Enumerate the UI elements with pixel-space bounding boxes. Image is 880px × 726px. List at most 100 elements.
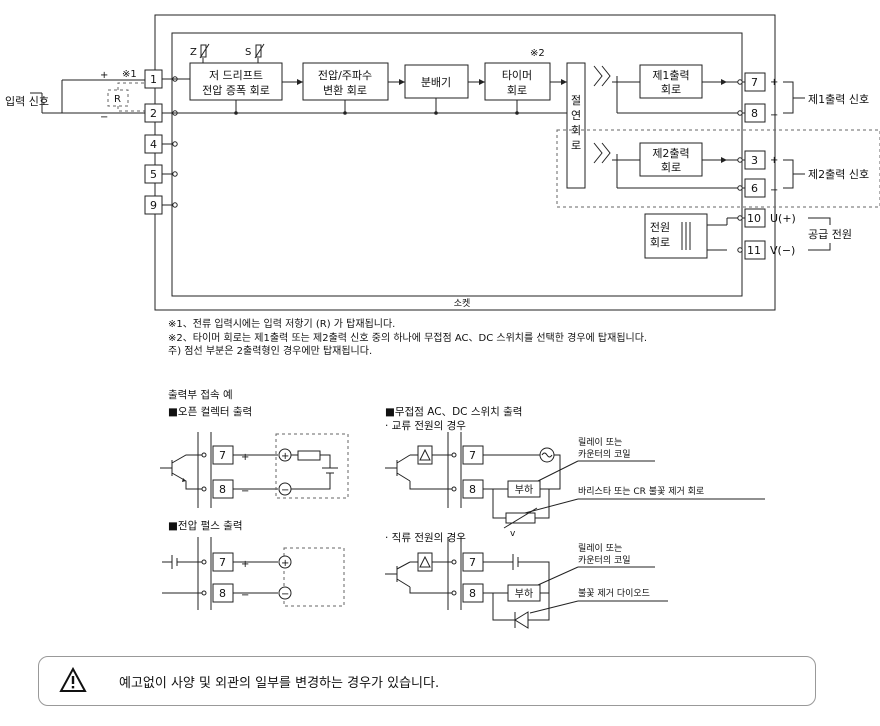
output1-line1: 제1출력	[652, 69, 689, 82]
dc-terminal-8: 8	[469, 587, 476, 600]
power-circuit-block	[644, 213, 708, 259]
transformer-lower-icon	[593, 142, 611, 164]
note-mark-2: ※2	[530, 48, 545, 59]
examples-title: 출력부 접속 예	[168, 389, 233, 401]
output1-line2: 회로	[661, 83, 681, 96]
drift-amp-line1: 저 드리프트	[209, 69, 263, 82]
input-minus-sign: −	[100, 112, 108, 123]
oc-plus-sign: +	[241, 452, 249, 463]
timer-line1: 타이머	[502, 69, 532, 82]
varistor-label: 바리스타 또는 CR 불꽃 제거 회로	[578, 486, 704, 497]
supply-power-label: 공급 전원	[808, 228, 852, 241]
ssr-dc-example: 7 8 부하 릴레이 또는 카운터의 코일 불꽃 제거 다이오드	[385, 537, 668, 629]
voltage-pulse-title: ■전압 펄스 출력	[168, 520, 243, 532]
dc-relay-line2: 카운터의 코일	[578, 555, 631, 566]
warning-text: 예고없이 사양 및 외관의 일부를 변경하는 경우가 있습니다.	[119, 676, 440, 691]
resistor-label: R	[114, 94, 121, 105]
dc-load-label: 부하	[515, 587, 533, 600]
vp-minus-sign: −	[241, 590, 249, 601]
input-plus-sign: +	[100, 70, 108, 81]
out1-minus-sign: −	[770, 110, 778, 121]
dc-relay-line1: 릴레이 또는	[578, 543, 622, 554]
diode-icon	[514, 611, 529, 629]
footnote-2: ※2、타이머 회로는 제1출력 또는 제2출력 신호 중의 하나에 무접점 AC…	[168, 332, 648, 344]
output1-signal-label: 제1출력 신호	[808, 93, 869, 106]
oc-load-plus-icon: +	[281, 451, 289, 462]
ssr-title: ■무접점 AC、DC 스위치 출력	[385, 406, 523, 418]
oc-terminal-8: 8	[219, 483, 226, 496]
output2-line1: 제2출력	[652, 147, 689, 160]
open-collector-example: 7 8 + − + −	[160, 432, 349, 508]
vf-converter-line2: 변환 회로	[323, 84, 367, 97]
vf-converter-block	[302, 62, 389, 101]
vp-plus-sign: +	[241, 559, 249, 570]
isolation-char4: 로	[571, 139, 581, 152]
out2-minus-sign: −	[770, 185, 778, 196]
socket-label: 소켓	[454, 298, 471, 309]
supply-u-label: U(+)	[770, 212, 796, 225]
power-line2: 회로	[650, 236, 670, 249]
ac-relay-line2: 카운터의 코일	[578, 449, 631, 460]
ac-terminal-7: 7	[469, 449, 476, 462]
terminal-7: 7	[751, 76, 758, 89]
vp-load-plus-icon: +	[281, 558, 289, 569]
terminal-9: 9	[150, 199, 157, 212]
vp-source-icon	[162, 555, 202, 594]
open-collector-title: ■오픈 컬렉터 출력	[168, 406, 253, 418]
output2-signal-label: 제2출력 신호	[808, 168, 869, 181]
terminal-5: 5	[150, 168, 157, 181]
divider-label: 분배기	[421, 76, 451, 89]
zero-adjust-label: Z	[190, 47, 197, 58]
drift-amp-block	[189, 62, 283, 101]
drift-amp-line2: 전압 증폭 회로	[202, 84, 270, 97]
output2-line2: 회로	[661, 161, 681, 174]
transformer-upper-icon	[593, 65, 611, 87]
footnote-3: 주) 점선 부분은 2출력형인 경우에만 탑재됩니다.	[168, 346, 373, 357]
dc-case-title: · 직류 전원의 경우	[385, 532, 466, 544]
power-line1: 전원	[650, 221, 670, 234]
span-adjust-icon	[255, 44, 262, 58]
terminal-4: 4	[150, 138, 157, 151]
oc-minus-sign: −	[241, 486, 249, 497]
supply-v-label: V(−)	[770, 244, 795, 257]
ac-relay-line1: 릴레이 또는	[578, 437, 622, 448]
vp-terminal-7: 7	[219, 556, 226, 569]
ac-transistor-icon	[385, 454, 411, 482]
terminal-6: 6	[751, 182, 758, 195]
out2-plus-sign: +	[770, 155, 778, 166]
right-terminals: 7 8 3 6 10 11	[737, 72, 766, 260]
input-signal-label: 입력 신호	[5, 95, 49, 108]
dc-terminal-7: 7	[469, 556, 476, 569]
terminal-10: 10	[747, 212, 761, 225]
oc-load-minus-icon: −	[281, 485, 289, 496]
oc-terminal-7: 7	[219, 449, 226, 462]
terminal-8: 8	[751, 107, 758, 120]
oc-transistor-icon	[160, 454, 202, 490]
warning-box: 예고없이 사양 및 외관의 일부를 변경하는 경우가 있습니다.	[38, 656, 816, 706]
diode-label: 불꽃 제거 다이오드	[578, 588, 650, 599]
terminal-11: 11	[747, 244, 761, 257]
isolation-char1: 절	[571, 94, 581, 107]
ac-bridge-icon	[417, 445, 433, 465]
vp-load-minus-icon: −	[281, 589, 289, 600]
oc-resistor-icon	[297, 450, 321, 461]
power-transformer-icon	[681, 222, 691, 250]
ac-case-title: · 교류 전원의 경우	[385, 420, 466, 432]
zero-adjust-icon	[200, 44, 207, 58]
left-terminals: 1 2 4 5 9	[144, 69, 163, 215]
isolation-char2: 연	[571, 109, 581, 122]
varistor-mark: v	[510, 529, 516, 539]
timer-line2: 회로	[507, 84, 527, 97]
span-adjust-label: S	[245, 47, 251, 58]
isolation-block	[566, 62, 586, 189]
ac-load-label: 부하	[515, 483, 533, 496]
note-mark-1: ※1	[122, 69, 137, 80]
ac-terminal-8: 8	[469, 483, 476, 496]
dc-source-icon	[483, 554, 550, 594]
terminal-3: 3	[751, 154, 758, 167]
voltage-pulse-example: 7 8 + − + −	[162, 537, 345, 610]
footnote-1: ※1、전류 입력시에는 입력 저항기 (R) 가 탑재됩니다.	[168, 319, 396, 330]
vp-terminal-8: 8	[219, 587, 226, 600]
footnotes: ※1、전류 입력시에는 입력 저항기 (R) 가 탑재됩니다. ※2、타이머 회…	[168, 318, 647, 359]
